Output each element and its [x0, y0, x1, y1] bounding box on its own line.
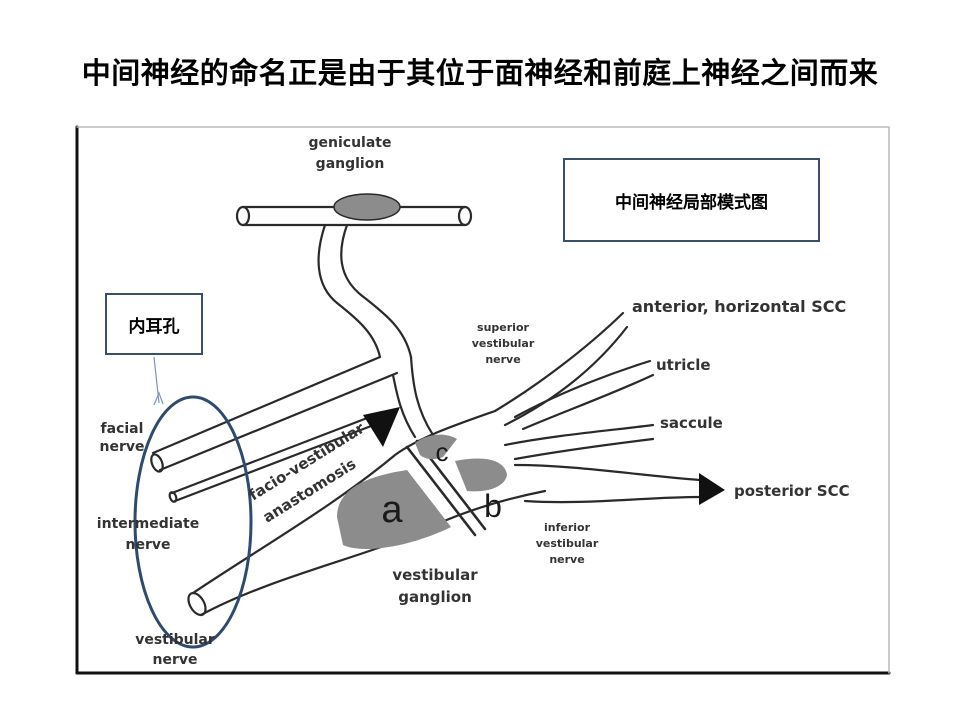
labyrinthine-inner: [340, 223, 413, 359]
vestibular-nerve-end: [187, 591, 207, 617]
facial-to-anastomosis-right: [409, 355, 435, 437]
label-vestibular-nerve-2: nerve: [153, 652, 198, 668]
label-utricle: utricle: [656, 356, 711, 374]
region-b-shape: [455, 458, 507, 492]
utricle-branch-top: [513, 359, 652, 419]
facial-to-anastomosis-left: [391, 373, 417, 439]
facial-nerve-bottom: [158, 371, 399, 472]
label-vestibular-ganglion-2: ganglion: [398, 588, 472, 606]
label-inferior-2: vestibular: [536, 537, 599, 550]
internal-acoustic-meatus-callout: 内耳孔: [105, 293, 203, 355]
label-superior-3: nerve: [485, 353, 520, 366]
anterior-branch-bottom: [503, 325, 629, 427]
region-a-shape: [337, 470, 451, 549]
labyrinthine-outer: [317, 223, 382, 359]
meatus-highlight-ellipse: [133, 395, 253, 649]
posterior-branch-bottom: [523, 495, 702, 504]
intermediate-nerve-bottom: [173, 421, 381, 503]
nerve-outlines: [75, 125, 891, 675]
anterior-branch-top: [493, 311, 625, 413]
slide-title: 中间神经的命名正是由于其位于面神经和前庭上神经之间而来: [81, 56, 879, 90]
posterior-scc-arrowhead: [699, 473, 725, 505]
label-posterior-scc: posterior SCC: [734, 482, 850, 500]
label-intermediate-2: nerve: [126, 537, 171, 553]
label-superior-2: vestibular: [472, 337, 535, 350]
label-geniculate-1: geniculate: [309, 135, 392, 151]
label-superior-1: superior: [477, 321, 529, 334]
label-anterior-horizontal-scc: anterior, horizontal SCC: [632, 297, 846, 316]
ganglion-divider-1: [405, 445, 477, 537]
region-b-label: b: [484, 488, 502, 524]
geniculate-tube-end-left: [235, 205, 251, 227]
label-inferior-3: nerve: [549, 553, 584, 566]
saccule-branch-bottom: [513, 437, 655, 461]
label-vestibular-ganglion-1: vestibular: [392, 566, 478, 584]
model-caption-callout: 中间神经局部模式图: [563, 158, 820, 242]
label-saccule: saccule: [660, 414, 723, 432]
facial-nerve-end: [150, 453, 164, 473]
region-c-shape: [415, 434, 457, 460]
utricle-branch-bottom: [521, 373, 655, 431]
nerve-diagram: geniculate ganglion anterior, horizontal…: [75, 125, 893, 675]
label-geniculate-2: ganglion: [316, 156, 385, 172]
posterior-branch-top: [513, 463, 702, 482]
intermediate-nerve-top: [170, 413, 377, 495]
facial-nerve-top: [151, 355, 382, 455]
region-a-label: a: [381, 489, 403, 531]
nerve-diagram-canvas: geniculate ganglion anterior, horizontal…: [75, 125, 891, 675]
saccule-branch-top: [503, 423, 655, 447]
intermediate-nerve-end: [168, 491, 178, 503]
anastomosis-arrowhead: [363, 407, 400, 447]
label-inferior-1: inferior: [544, 521, 591, 534]
label-vestibular-nerve-1: vestibular: [135, 632, 215, 648]
meatus-pointer-head: [153, 391, 164, 406]
geniculate-tube-end-right: [457, 205, 473, 227]
label-intermediate-1: intermediate: [97, 516, 199, 532]
label-facial-2: nerve: [100, 439, 145, 455]
geniculate-ganglion-shape: [333, 193, 401, 221]
label-facial-1: facial: [101, 421, 144, 437]
region-c-label: c: [436, 437, 449, 467]
